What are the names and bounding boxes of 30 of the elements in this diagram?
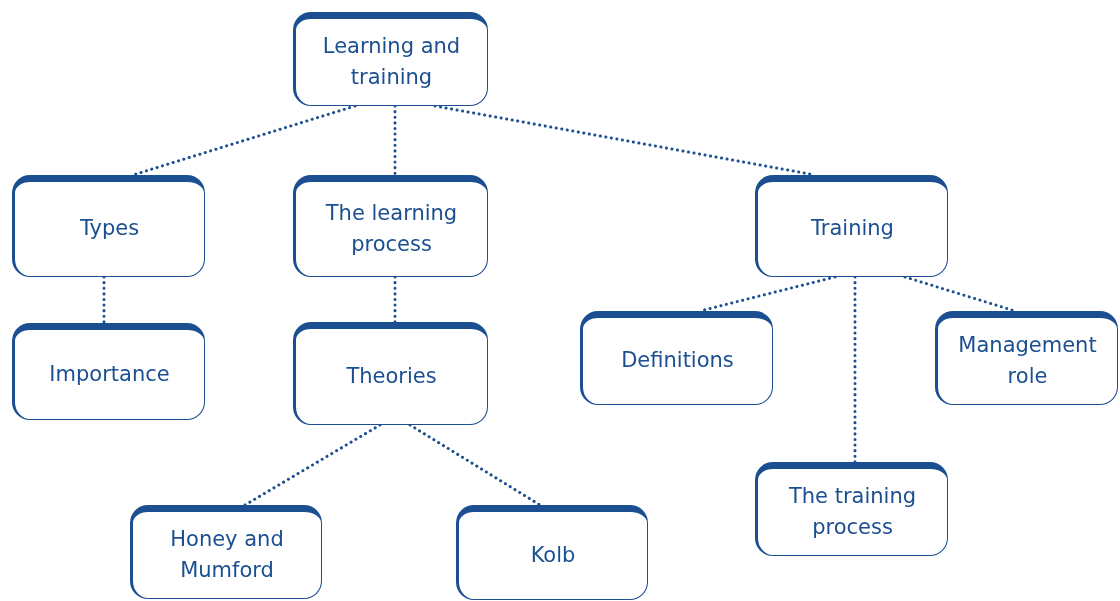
box-label: Definitions [621, 347, 734, 375]
rounded-box [12, 175, 205, 277]
box-label: Types [79, 215, 140, 243]
dotted-connector [853, 275, 857, 464]
box-label: Learning and training [321, 32, 462, 91]
rounded-box [130, 505, 322, 599]
rounded-box [755, 462, 948, 556]
box-label: Theories [346, 362, 437, 390]
rounded-box [12, 323, 205, 420]
rounded-box [456, 505, 648, 600]
dotted-connector [243, 423, 382, 507]
dotted-connector [393, 275, 397, 324]
dotted-connector [903, 275, 1017, 313]
box-label: The training process [787, 482, 918, 541]
box-label: Kolb [530, 541, 576, 569]
rounded-box [935, 311, 1118, 405]
rounded-box [755, 175, 948, 277]
rounded-box [293, 175, 488, 277]
rounded-box [293, 12, 488, 106]
rounded-box [293, 322, 488, 425]
dotted-connector [408, 423, 542, 507]
box-label: Management role [957, 331, 1098, 390]
box-label: The learning process [324, 199, 459, 258]
dotted-connector [102, 275, 106, 325]
rounded-box [580, 311, 773, 405]
box-label: Honey and Mumford [169, 525, 285, 584]
box-label: Importance [49, 360, 170, 388]
box-label: Training [811, 215, 894, 243]
dotted-connector [393, 104, 397, 177]
dotted-connector [131, 104, 357, 177]
